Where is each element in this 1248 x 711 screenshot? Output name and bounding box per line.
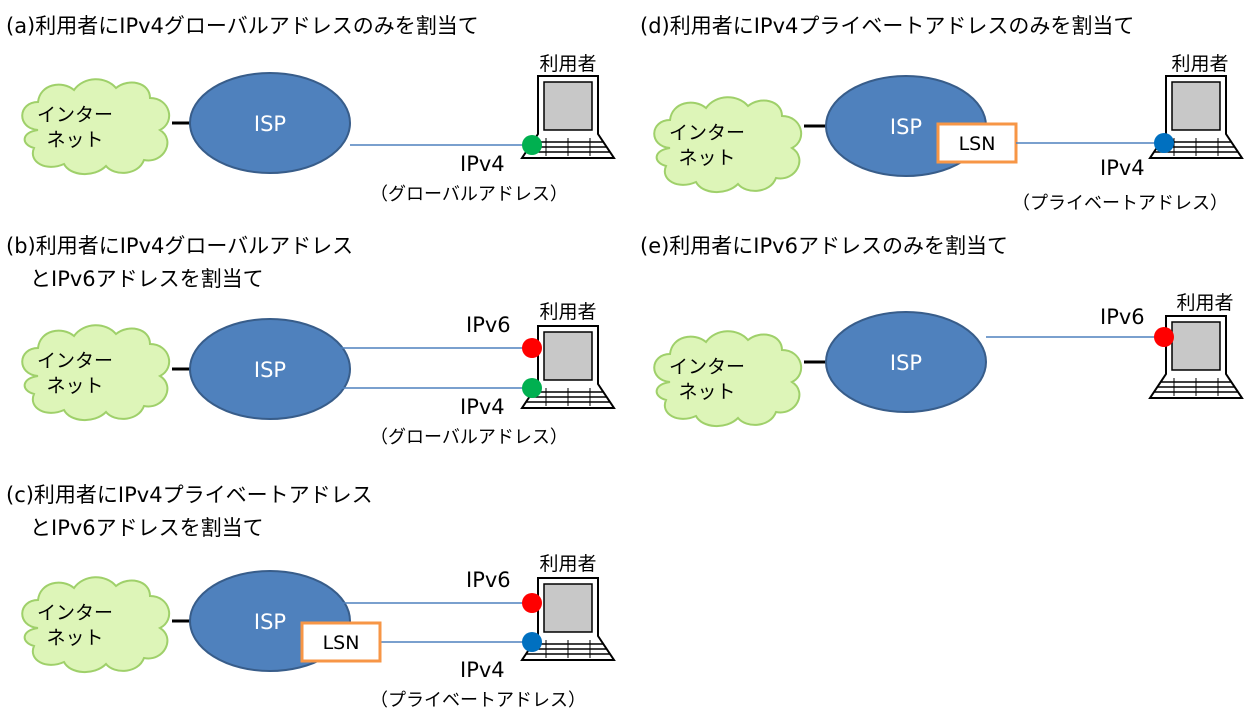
isp-label: ISP (890, 115, 922, 139)
ipv4-label: IPv4 (1100, 156, 1145, 180)
ipv6-label: IPv6 (466, 568, 511, 592)
internet-label-line2: ネット (46, 129, 103, 151)
lsn-box (300, 621, 382, 663)
isp-label: ISP (254, 112, 286, 136)
internet-cloud (21, 78, 171, 176)
user-label: 利用者 (1176, 292, 1233, 314)
ipv4-label: IPv4 (460, 658, 505, 682)
ipv4-label: IPv4 (460, 395, 505, 419)
ipv4-global-dot (522, 378, 542, 398)
ipv6-dot (522, 338, 542, 358)
isp-label: ISP (890, 351, 922, 375)
lsn-label: LSN (323, 632, 360, 654)
internet-cloud (653, 330, 803, 428)
section-a-title: (a)利用者にIPv4グローバルアドレスのみを割当て (6, 14, 479, 38)
internet-label-line1: インター (37, 350, 113, 372)
section-c-title-line2: とIPv6アドレスを割当て (30, 516, 264, 540)
ipv6-label: IPv6 (1100, 305, 1145, 329)
lsn-label: LSN (959, 133, 996, 155)
internet-label-line1: インター (669, 356, 745, 378)
internet-label-line1: インター (669, 122, 745, 144)
isp-label: ISP (254, 610, 286, 634)
isp-node (189, 318, 351, 420)
internet-label-line2: ネット (46, 627, 103, 649)
internet-label-line1: インター (37, 104, 113, 126)
section-a: (a)利用者にIPv4グローバルアドレスのみを割当て インター ネット ISP … (6, 14, 615, 205)
private-address-note: （プライベートアドレス） (1012, 193, 1228, 214)
user-label: 利用者 (1171, 53, 1228, 75)
section-c-title-line1: (c)利用者にIPv4プライベートアドレス (6, 483, 373, 507)
section-e: (e)利用者にIPv6アドレスのみを割当て インター ネット ISP 利用者 I… (640, 234, 1243, 428)
internet-label-line2: ネット (678, 147, 735, 169)
internet-cloud (653, 96, 803, 194)
ipv4-private-dot (1154, 133, 1174, 153)
section-b-title-line2: とIPv6アドレスを割当て (30, 267, 264, 291)
section-e-title: (e)利用者にIPv6アドレスのみを割当て (640, 234, 1008, 258)
ipv4-label: IPv4 (460, 152, 505, 176)
isp-node (825, 311, 987, 413)
user-label: 利用者 (539, 53, 596, 75)
ipv6-dot (522, 593, 542, 613)
ipv4-private-dot (522, 632, 542, 652)
internet-label-line2: ネット (46, 375, 103, 397)
section-d-title: (d)利用者にIPv4プライベートアドレスのみを割当て (640, 14, 1134, 38)
private-address-note: （プライベートアドレス） (370, 690, 586, 711)
global-address-note: （グローバルアドレス） (370, 427, 568, 448)
internet-label-line1: インター (37, 602, 113, 624)
user-label: 利用者 (539, 301, 596, 323)
internet-label-line2: ネット (678, 381, 735, 403)
internet-cloud (21, 324, 171, 422)
ipv6-dot (1154, 327, 1174, 347)
section-d: (d)利用者にIPv4プライベートアドレスのみを割当て インター ネット ISP… (640, 14, 1243, 214)
ipv6-label: IPv6 (466, 313, 511, 337)
section-c: (c)利用者にIPv4プライベートアドレス とIPv6アドレスを割当て インター… (6, 483, 615, 711)
ipv4-global-dot (522, 135, 542, 155)
internet-cloud (21, 576, 171, 674)
section-b-title-line1: (b)利用者にIPv4グローバルアドレス (6, 234, 353, 258)
isp-node (189, 72, 351, 174)
global-address-note: （グローバルアドレス） (370, 184, 568, 205)
section-b: (b)利用者にIPv4グローバルアドレス とIPv6アドレスを割当て インター … (6, 234, 615, 448)
isp-label: ISP (254, 358, 286, 382)
user-label: 利用者 (539, 553, 596, 575)
